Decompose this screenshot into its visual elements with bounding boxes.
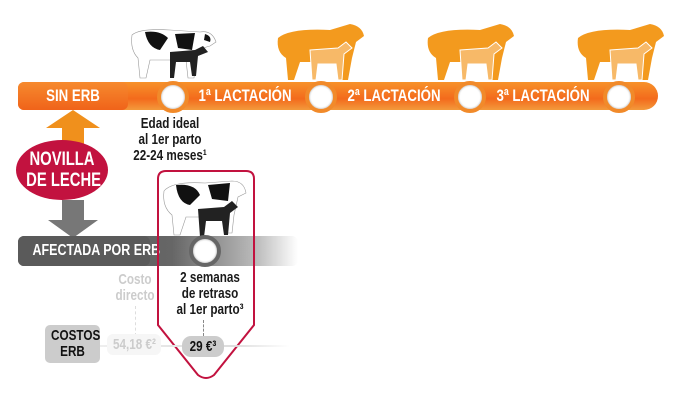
cow-illustrations [131, 24, 664, 81]
delay-circle [189, 235, 221, 267]
connector-line [203, 320, 204, 336]
direction-arrows [46, 110, 100, 238]
stage-label: 1ª LACTACIÓN [198, 86, 292, 105]
arrow-up-icon [46, 110, 100, 150]
holstein-cow-icon [131, 29, 217, 79]
afectada-box: AFECTADA POR ERB [18, 236, 160, 266]
direct-cost-value: 54,18 €² [107, 334, 161, 355]
milestone-circle [603, 81, 635, 113]
ideal-age-note: Edad ideal al 1er parto 22-24 meses¹ [133, 115, 207, 164]
holstein-cow-icon [163, 180, 247, 237]
stage-label: 2ª LACTACIÓN [347, 86, 441, 105]
delay-cost-value: 29 €³ [182, 336, 224, 357]
milestone-circle [305, 81, 337, 113]
stage-label: 3ª LACTACIÓN [496, 86, 590, 105]
sin-erb-box: SIN ERB [18, 82, 128, 110]
connector-line [135, 306, 136, 336]
direct-cost-label: Costo directo [115, 271, 155, 304]
milestone-circle [157, 81, 189, 113]
novilla-de-leche-badge: NOVILLA DE LECHE [16, 140, 108, 200]
milestone-circle [454, 81, 486, 113]
delay-callout [157, 170, 255, 379]
delay-note: 2 semanas de retraso al 1er parto³ [176, 269, 244, 318]
costos-erb-box: COSTOS ERB [45, 325, 100, 363]
arrow-down-icon [48, 200, 98, 238]
